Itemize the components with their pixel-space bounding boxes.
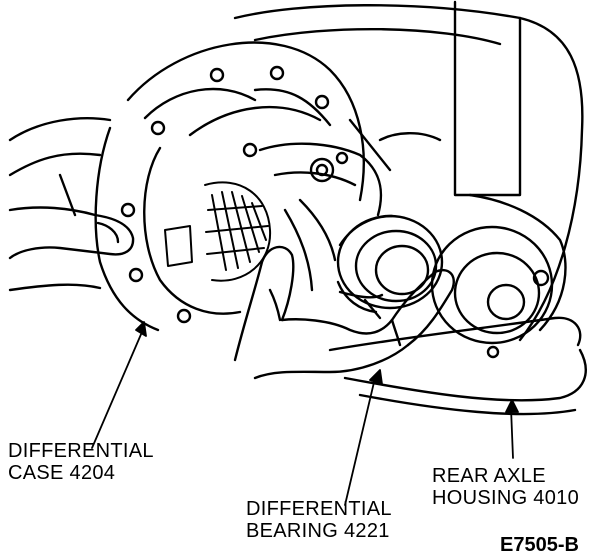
label-differential-case: DIFFERENTIAL CASE 4204	[8, 440, 154, 484]
arrowhead-differential-bearing	[369, 369, 383, 385]
label-differential-bearing-line1: DIFFERENTIAL	[246, 498, 392, 520]
right-hand	[233, 245, 455, 380]
leader-differential-case	[91, 331, 143, 449]
rear-axle-housing	[233, 0, 587, 416]
case-body	[258, 142, 383, 292]
leader-rear-axle-housing	[510, 407, 514, 459]
arrowhead-rear-axle-housing	[505, 399, 519, 413]
differential-case	[94, 41, 365, 332]
label-differential-bearing-line2: BEARING 4221	[246, 520, 390, 542]
figure-id: E7505-B	[500, 534, 579, 556]
axle-tube-opening	[430, 225, 554, 345]
label-rear-axle-housing-line2: HOUSING 4010	[432, 487, 579, 509]
leader-lines	[91, 321, 519, 506]
differential-gear	[164, 181, 272, 282]
leader-differential-bearing	[344, 377, 376, 506]
label-rear-axle-housing: REAR AXLE HOUSING 4010	[432, 465, 579, 509]
label-differential-case-line2: CASE 4204	[8, 462, 116, 484]
label-differential-bearing: DIFFERENTIAL BEARING 4221	[246, 498, 392, 542]
left-hand	[8, 117, 135, 292]
arrowhead-differential-case	[135, 321, 147, 337]
differential-bearing	[336, 214, 444, 314]
label-differential-case-line1: DIFFERENTIAL	[8, 440, 154, 462]
label-rear-axle-housing-line1: REAR AXLE	[432, 465, 546, 487]
